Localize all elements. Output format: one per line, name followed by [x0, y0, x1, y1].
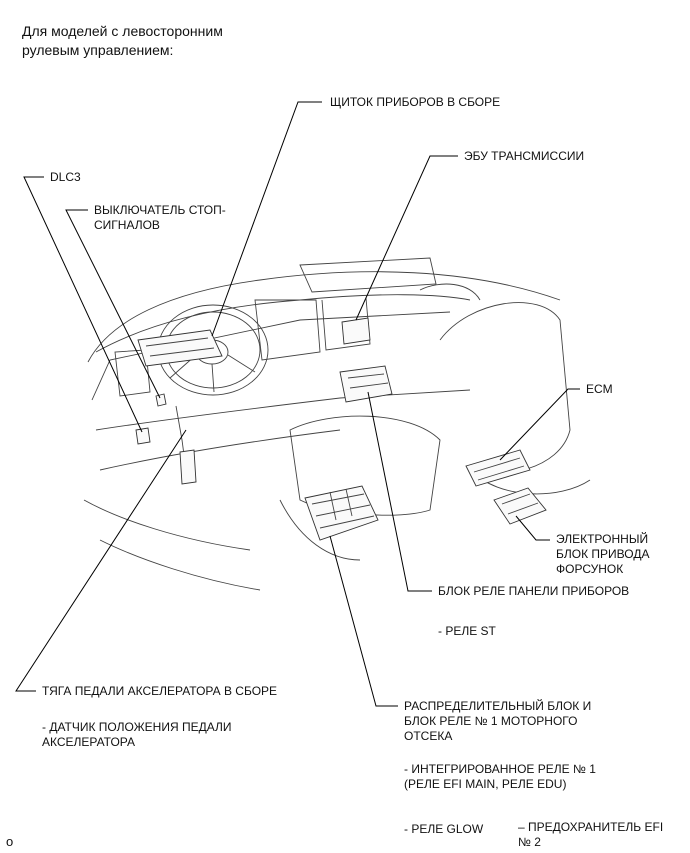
label-st-relay: - РЕЛЕ ST: [438, 624, 496, 638]
label-instrument-cluster: ЩИТОК ПРИБОРОВ В СБОРЕ: [330, 95, 501, 109]
label-glow-relay: - РЕЛЕ GLOW: [404, 822, 484, 836]
title-line-1: Для моделей с левосторонним: [22, 23, 223, 39]
label-injector-line-1: ЭЛЕКТРОННЫЙ: [556, 532, 649, 546]
injector-driver-part: [493, 487, 547, 525]
leader-transmission-ecu: [355, 155, 458, 321]
leader-lines: [15, 101, 580, 707]
label-stop-light-line-1: ВЫКЛЮЧАТЕЛЬ СТОП-: [94, 203, 226, 217]
label-accel-sensor-line-2: АКСЕЛЕРАТОРА: [42, 735, 136, 749]
label-stop-light-line-2: СИГНАЛОВ: [94, 218, 160, 232]
label-accel-sensor: - ДАТЧИК ПОЛОЖЕНИЯ ПЕДАЛИ АКСЕЛЕРАТОРА: [42, 720, 231, 750]
title-line-2: рулевым управлением:: [22, 42, 174, 58]
dashboard-outline: [83, 257, 561, 591]
label-integration-relay: - ИНТЕГРИРОВАННОЕ РЕЛЕ № 1 (РЕЛЕ EFI MAI…: [404, 762, 596, 792]
leader-instrument-cluster: [211, 101, 322, 337]
label-accel-pedal: ТЯГА ПЕДАЛИ АКСЕЛЕРАТОРА В СБОРЕ: [42, 684, 278, 698]
leader-stop-light: [65, 209, 161, 399]
engine-room-block-part: [304, 485, 379, 541]
instrument-cluster-part: [137, 329, 223, 367]
leader-injector-driver: [515, 515, 550, 541]
leader-ecm: [499, 388, 580, 461]
corner-mark: o: [6, 834, 14, 849]
ip-relay-block-part: [339, 365, 393, 403]
pedal-parts: [135, 393, 197, 485]
label-efi-fuse-line-1: – ПРЕДОХРАНИТЕЛЬ EFI: [518, 820, 664, 834]
label-integration-relay-line-2: (РЕЛЕ EFI MAIN, РЕЛЕ EDU): [404, 777, 567, 791]
label-engine-room-line-1: РАСПРЕДЕЛИТЕЛЬНЫЙ БЛОК И: [404, 699, 592, 713]
label-accel-sensor-line-1: - ДАТЧИК ПОЛОЖЕНИЯ ПЕДАЛИ: [42, 720, 232, 734]
label-stop-light-switch: ВЫКЛЮЧАТЕЛЬ СТОП- СИГНАЛОВ: [94, 203, 226, 233]
label-efi-fuse: – ПРЕДОХРАНИТЕЛЬ EFI № 2: [518, 820, 663, 850]
label-injector-line-2: БЛОК ПРИВОДА: [556, 547, 650, 561]
label-efi-fuse-line-2: № 2: [518, 835, 541, 849]
diagram-title: Для моделей с левосторонним рулевым упра…: [22, 22, 223, 60]
label-injector-driver: ЭЛЕКТРОННЫЙ БЛОК ПРИВОДА ФОРСУНОК: [556, 532, 649, 577]
label-dlc3: DLC3: [50, 170, 81, 184]
ecm-part: [465, 449, 531, 487]
label-engine-room-line-3: ОТСЕКА: [404, 729, 453, 743]
transmission-ecu-part: [341, 317, 371, 345]
label-ip-relay-block: БЛОК РЕЛЕ ПАНЕЛИ ПРИБОРОВ: [438, 584, 630, 598]
label-ecm: ECM: [586, 382, 613, 396]
label-transmission-ecu: ЭБУ ТРАНСМИССИИ: [464, 149, 585, 163]
label-engine-room-line-2: БЛОК РЕЛЕ № 1 МОТОРНОГО: [404, 714, 578, 728]
leader-engine-room-block: [329, 535, 398, 707]
label-integration-relay-line-1: - ИНТЕГРИРОВАННОЕ РЕЛЕ № 1: [404, 762, 596, 776]
leader-ip-relay-block: [367, 391, 432, 592]
label-engine-room-block: РАСПРЕДЕЛИТЕЛЬНЫЙ БЛОК И БЛОК РЕЛЕ № 1 М…: [404, 699, 591, 744]
leader-dlc3: [23, 176, 143, 433]
label-injector-line-3: ФОРСУНОК: [556, 562, 624, 576]
leader-accel-pedal: [15, 429, 187, 692]
